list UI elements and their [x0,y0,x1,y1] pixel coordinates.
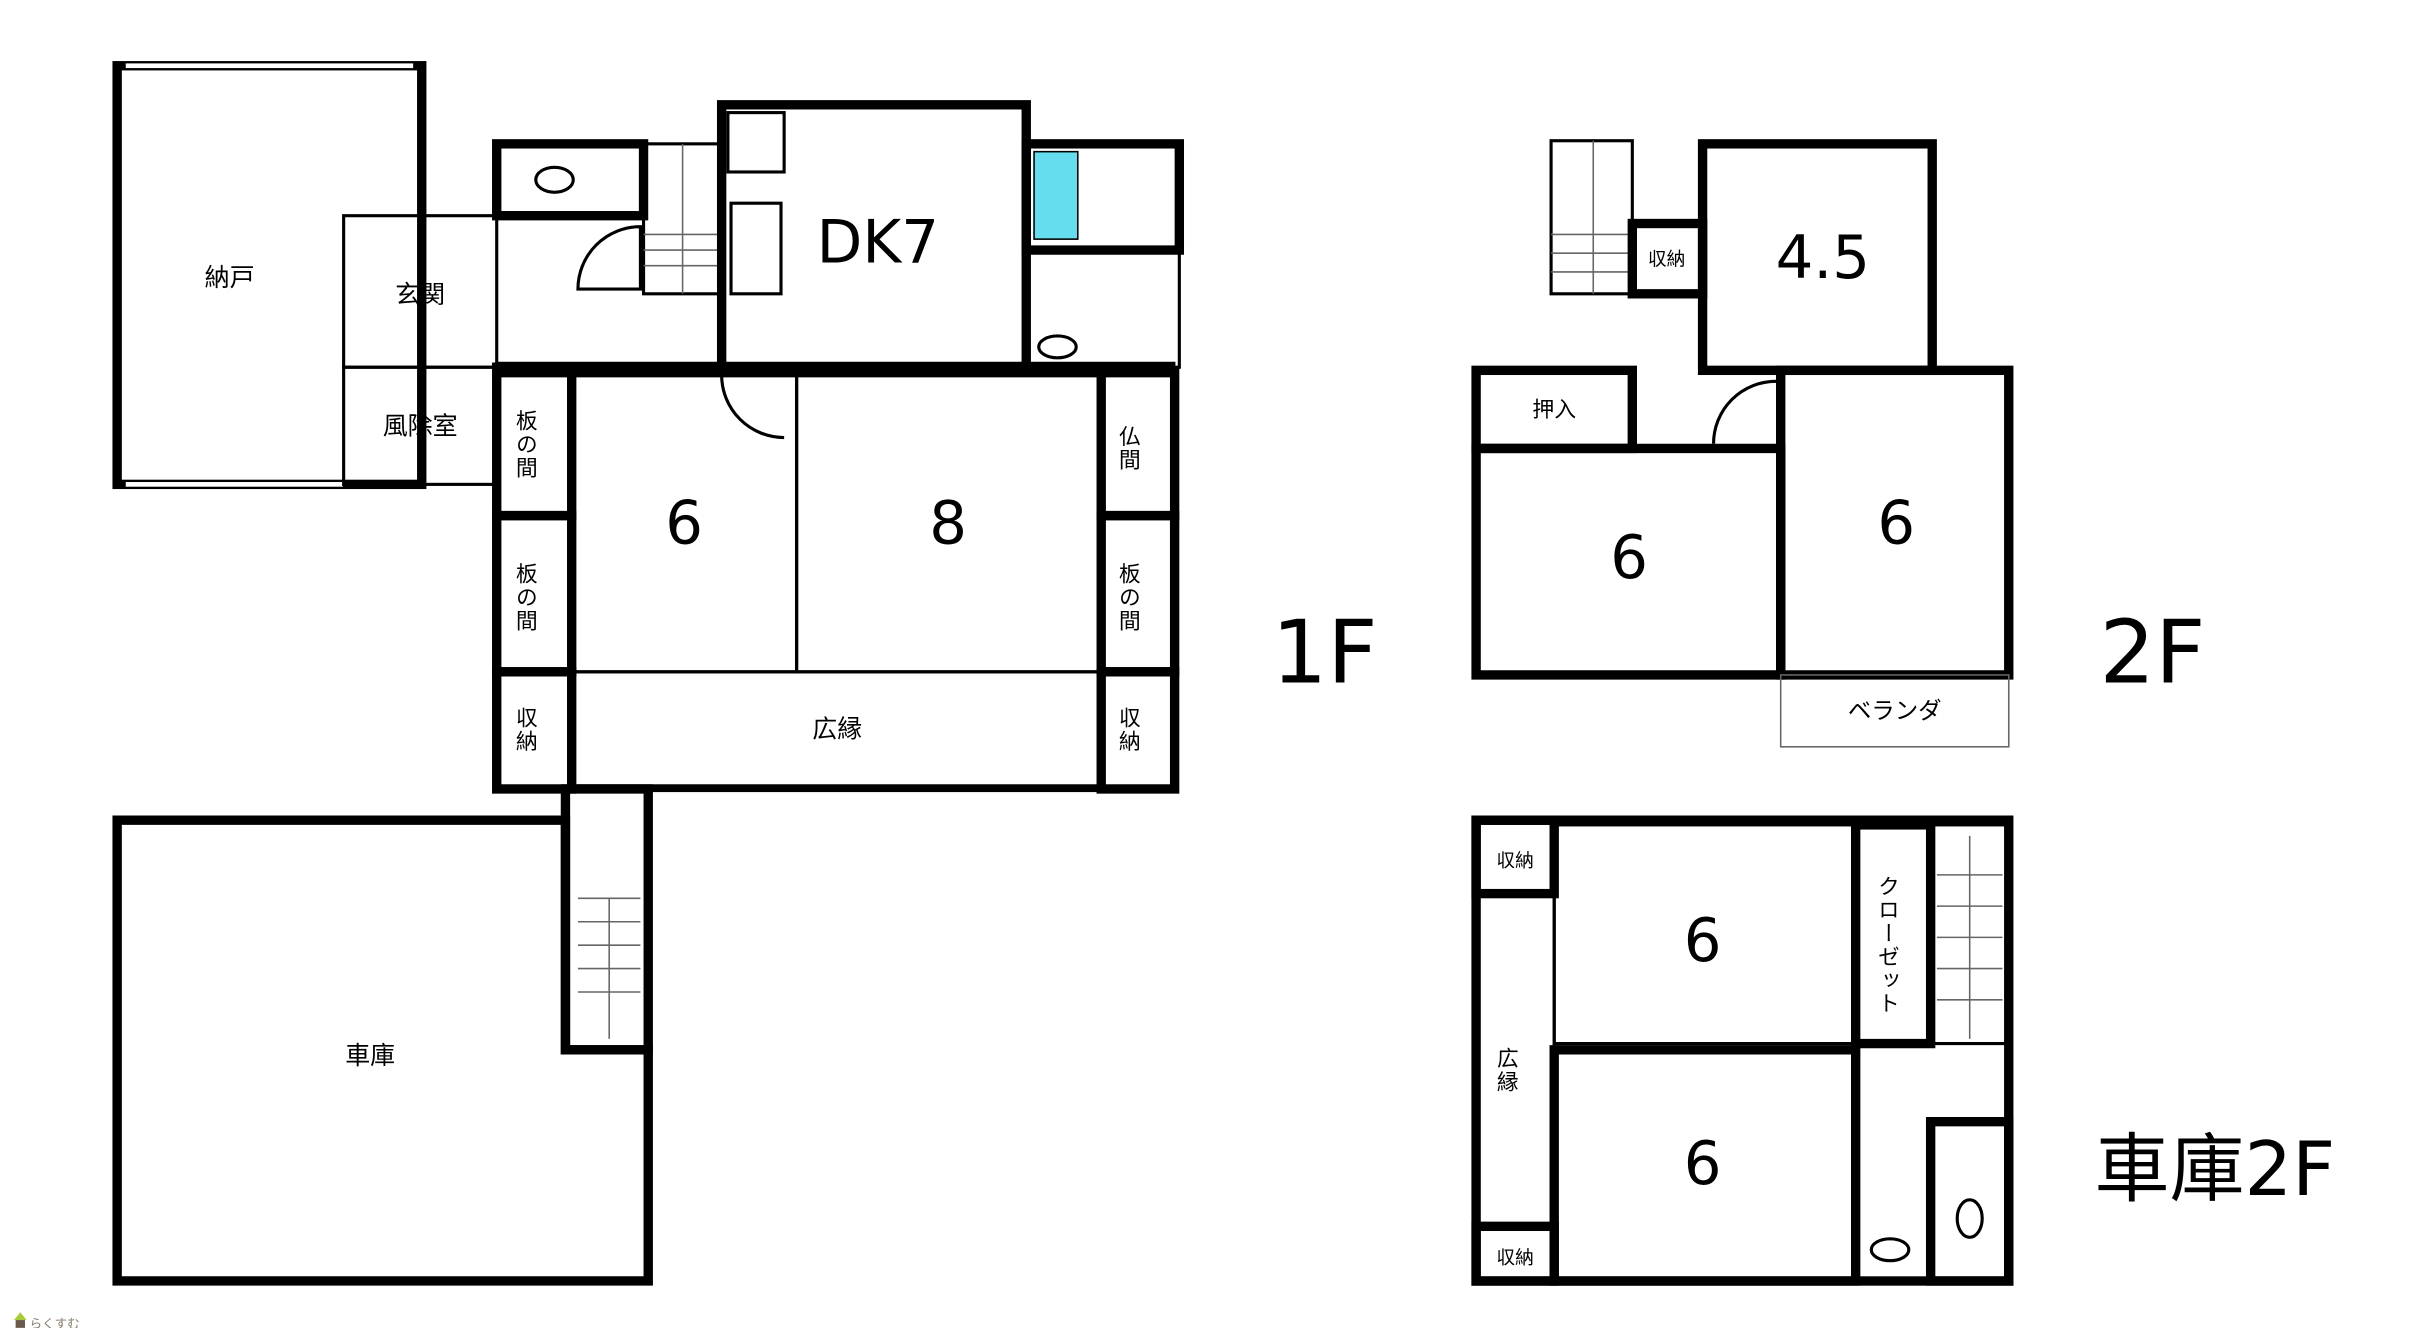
floor-label-garage-2f: 車庫2F [2095,1125,2336,1213]
label-veranda: ベランダ [1848,697,1942,725]
floor-2: 収納 4.5 押入 6 6 ベランダ 2F [1471,139,2205,748]
label-oshiire: 押入 [1532,398,1576,423]
label-room-6-g2-b: 6 [1684,1129,1722,1198]
label-shuno-right: 収納 [1115,706,1140,753]
floor-1: 納戸 玄関 風除室 DK7 板の間 板の間 6 8 仏間 板の間 収納 [112,61,1378,1286]
garage-floor-2: 収納 6 クローゼット 広縁 収納 6 車庫2F [1471,815,2336,1286]
label-closet: クローゼット [1874,875,1899,1016]
label-garage: 車庫 [345,1041,395,1070]
label-room-8: 8 [929,489,967,558]
stairs-garage [560,784,653,1055]
room-shuno-right [1096,667,1180,794]
label-itanoma-3: 板の間 [1115,562,1140,632]
door-swing [576,225,642,291]
toilet-icon [534,165,575,194]
label-butsuma: 仏間 [1115,425,1140,472]
label-genkan: 玄関 [395,280,445,309]
label-itanoma-1: 板の間 [512,409,537,479]
stove-icon [726,111,786,174]
floor-label-1f: 1F [1272,602,1378,704]
sink-icon [729,201,783,296]
stairs-2f [1549,139,1634,296]
label-shuno-left: 収納 [512,706,537,753]
label-shuno-2f: 収納 [1648,250,1685,271]
label-room-6-2f-a: 6 [1610,523,1648,592]
label-nando: 納戸 [205,263,255,292]
bathtub-icon [1033,150,1079,240]
label-hiroen-g2: 広縁 [1493,1047,1518,1094]
label-room-6-2f-b: 6 [1877,489,1915,558]
toilet-icon-g2 [1955,1198,1984,1239]
label-room-6: 6 [665,489,703,558]
room-veranda [1779,674,2010,748]
label-dk: DK7 [817,208,939,277]
room-toilet [492,139,649,221]
washbasin-icon-g2 [1869,1237,1911,1263]
floor-label-2f: 2F [2099,602,2205,704]
room-nando [112,61,427,490]
brand-logo: らくすむ [14,1312,80,1328]
label-itanoma-2: 板の間 [512,562,537,632]
label-fujoshitsu: 風除室 [383,411,458,440]
label-hiroen: 広縁 [812,714,862,743]
label-room-4-5: 4.5 [1776,223,1870,292]
label-room-6-g2-a: 6 [1684,906,1722,975]
brand-text: らくすむ [30,1316,80,1328]
room-washroom [1024,248,1181,369]
room-toilet-g2 [1925,1116,2014,1286]
washbasin-icon [1037,334,1078,360]
label-shuno-bottom: 収納 [1496,1248,1533,1269]
label-shuno-top: 収納 [1496,851,1533,872]
room-6-flooring-g2 [1549,1045,1861,1286]
stairs-g2 [1929,823,2011,1046]
